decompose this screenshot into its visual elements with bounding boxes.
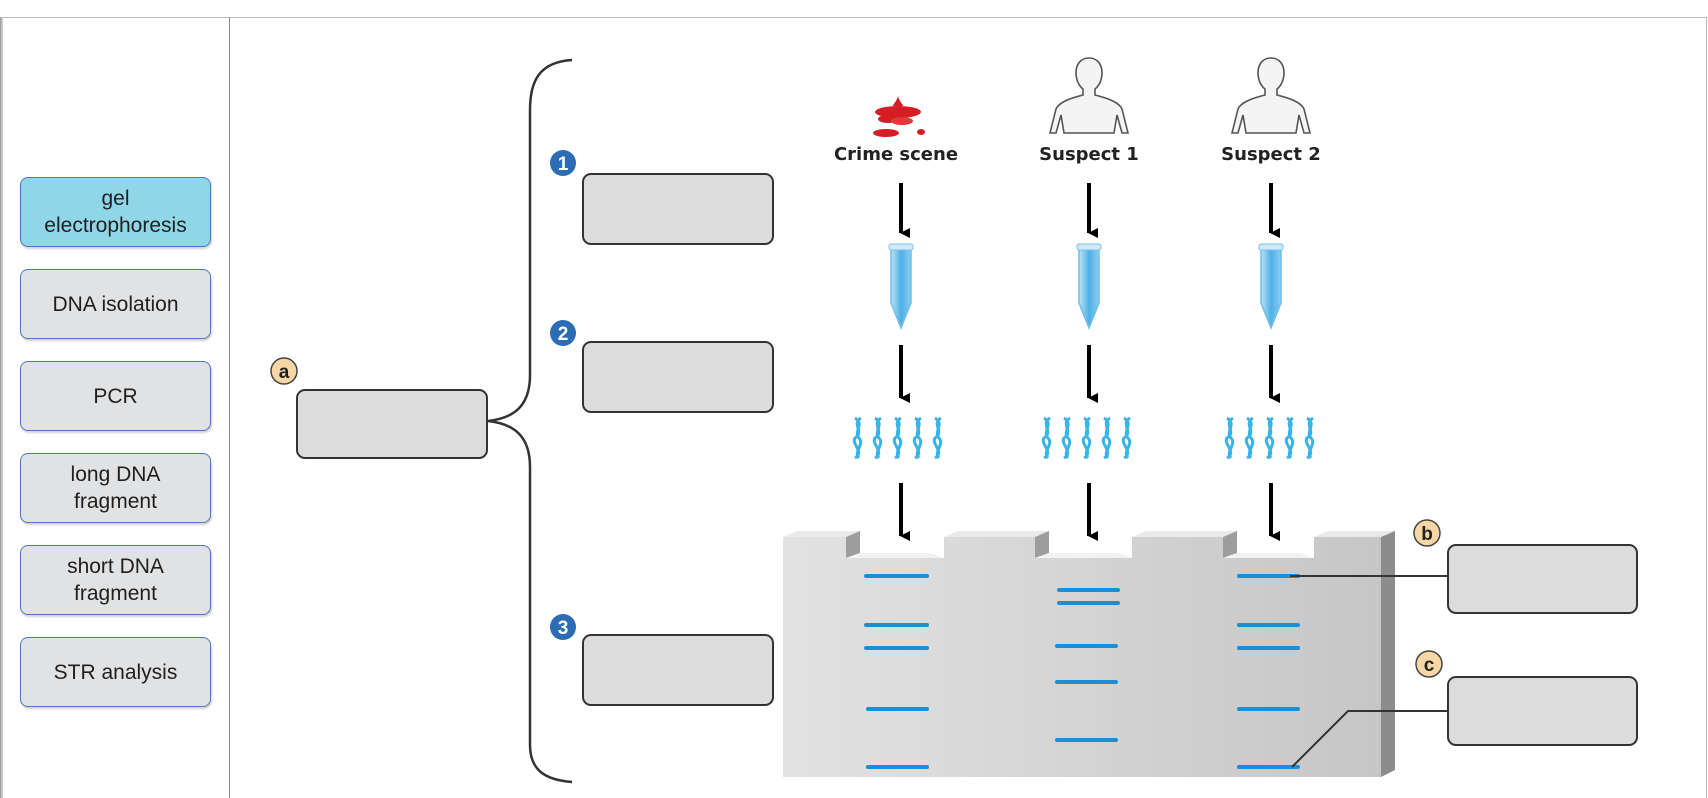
- step-brace: [487, 58, 573, 784]
- suspect-2-person-icon: [1230, 57, 1312, 134]
- svg-text:3: 3: [558, 618, 569, 639]
- marker-a: a: [270, 357, 298, 385]
- dna-strands-icon-crime-scene: [852, 416, 943, 460]
- drop-target-step-1[interactable]: [582, 173, 774, 245]
- suspect-1-person-icon: [1048, 57, 1130, 134]
- arrows-to-tubes: [899, 183, 1280, 238]
- svg-text:1: 1: [558, 154, 569, 175]
- blood-drop-icon: [873, 95, 925, 137]
- gel-slab: [783, 531, 1395, 777]
- arrows-to-gel: [899, 483, 1280, 541]
- sample-label-suspect-2: Suspect 2: [1221, 144, 1321, 165]
- gel-bands-suspect-2: [1237, 574, 1300, 769]
- leader-line-c: [1291, 710, 1450, 768]
- svg-text:c: c: [1424, 655, 1435, 676]
- dna-strands-icon-suspect-1: [1041, 416, 1132, 460]
- drop-target-step-3[interactable]: [582, 634, 774, 706]
- arrows-to-dna: [899, 345, 1280, 403]
- label-bank-divider: [229, 17, 230, 798]
- label-gel-electrophoresis[interactable]: gel electrophoresis: [20, 177, 211, 247]
- label-long-dna-fragment[interactable]: long DNA fragment: [20, 453, 211, 523]
- drop-target-b[interactable]: [1447, 544, 1638, 614]
- svg-text:a: a: [279, 362, 290, 383]
- drop-target-step-2[interactable]: [582, 341, 774, 413]
- label-pcr[interactable]: PCR: [20, 361, 211, 431]
- label-short-dna-fragment[interactable]: short DNA fragment: [20, 545, 211, 615]
- drop-target-c[interactable]: [1447, 676, 1638, 746]
- label-dna-isolation[interactable]: DNA isolation: [20, 269, 211, 339]
- step-1-badge: 1: [550, 150, 576, 176]
- svg-text:b: b: [1421, 524, 1433, 545]
- sample-tube-icon-crime-scene: [888, 243, 914, 331]
- step-3-badge: 3: [550, 614, 576, 640]
- activity-frame: [0, 17, 1707, 798]
- marker-b: b: [1413, 519, 1441, 547]
- sample-tube-icon-suspect-2: [1258, 243, 1284, 331]
- gel-bands-crime-scene: [864, 574, 929, 769]
- frame-left-edge: [0, 17, 3, 798]
- svg-text:2: 2: [558, 324, 569, 345]
- step-2-badge: 2: [550, 320, 576, 346]
- marker-c: c: [1415, 650, 1443, 678]
- sample-tube-icon-suspect-1: [1076, 243, 1102, 331]
- label-str-analysis[interactable]: STR analysis: [20, 637, 211, 707]
- drop-target-a[interactable]: [296, 389, 488, 459]
- dna-strands-icon-suspect-2: [1224, 416, 1315, 460]
- sample-label-crime-scene: Crime scene: [834, 144, 958, 165]
- sample-label-suspect-1: Suspect 1: [1039, 144, 1139, 165]
- gel-bands-suspect-1: [1055, 588, 1120, 742]
